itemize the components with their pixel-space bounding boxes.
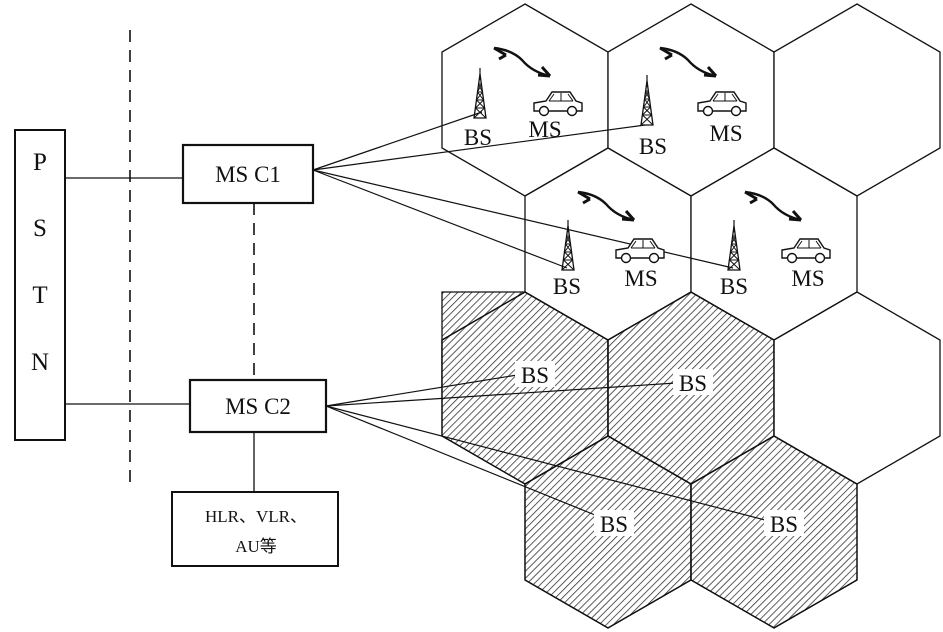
registers-box[interactable] <box>171 491 339 567</box>
cell2-ms-label: MS <box>709 121 742 146</box>
shaded-bs-label-4: BS <box>770 512 798 537</box>
cell1-ms-label: MS <box>528 117 561 142</box>
cell4-ms-label: MS <box>791 266 824 291</box>
cell3-ms-label: MS <box>624 266 657 291</box>
pstn-letter-p: P <box>33 149 47 176</box>
pstn-letter-t: T <box>32 282 47 309</box>
shaded-bs-labels: BS BS BS BS <box>515 361 804 537</box>
cell3-bs-label: BS <box>553 274 581 299</box>
msc1-label: MS C1 <box>215 162 281 187</box>
shaded-borders <box>441 291 858 629</box>
cell4-bs-label: BS <box>720 274 748 299</box>
msc2-label: MS C2 <box>225 394 291 419</box>
shaded-bs-label-3: BS <box>600 512 628 537</box>
white-cell-group <box>441 3 941 485</box>
msc2-box[interactable] <box>188 378 328 434</box>
pstn-letter-s: S <box>33 215 47 242</box>
pstn-letter-n: N <box>31 349 49 376</box>
registers-label-line1: HLR、VLR、 <box>205 507 307 526</box>
shaded-bs-label-1: BS <box>521 363 549 388</box>
cell1-bs-label: BS <box>464 125 492 150</box>
pstn-box[interactable] <box>14 129 66 441</box>
shaded-bs-label-2: BS <box>679 371 707 396</box>
registers-label-line2: AU等 <box>235 537 277 556</box>
msc1-box[interactable] <box>181 143 315 205</box>
cell2-bs-label: BS <box>639 134 667 159</box>
msc2-links <box>325 374 766 521</box>
